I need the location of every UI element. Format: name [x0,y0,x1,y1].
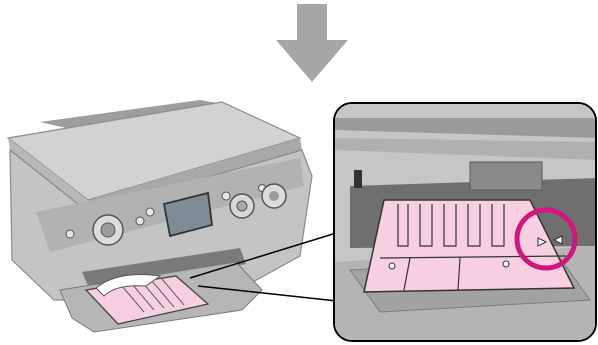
down-arrow-icon [276,4,348,82]
printer-illustration [8,100,312,332]
inset-closeup [334,103,598,341]
